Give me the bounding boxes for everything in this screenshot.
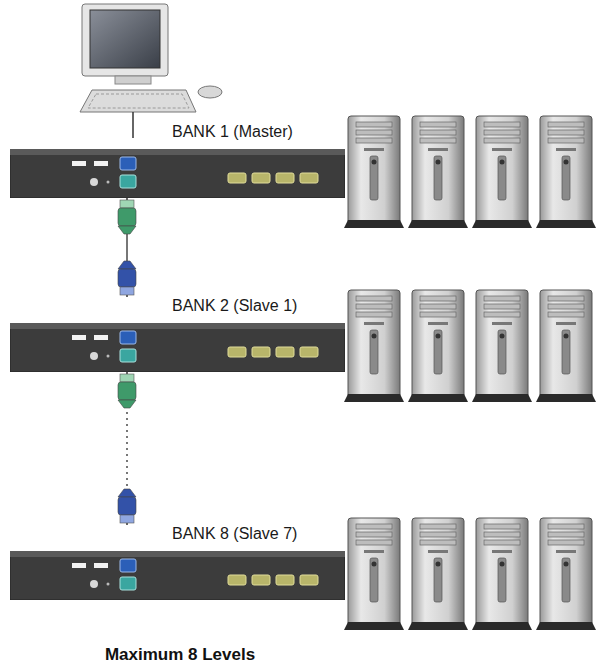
bank-label: BANK 8 (Slave 7) <box>172 525 297 543</box>
bank-label: BANK 2 (Slave 1) <box>172 297 297 315</box>
caption: Maximum 8 Levels <box>105 645 255 665</box>
kvm-switch <box>10 551 345 600</box>
bank-label: BANK 1 (Master) <box>172 123 293 141</box>
kvm-switch <box>10 323 345 372</box>
vga-cable <box>118 198 136 297</box>
kvm-bank: BANK 8 (Slave 7) <box>10 525 345 600</box>
vga-cable <box>118 372 136 525</box>
kvm-bank: BANK 2 (Slave 1) <box>10 297 345 372</box>
kvm-bank: BANK 1 (Master) <box>10 123 345 198</box>
kvm-switch <box>10 149 345 198</box>
